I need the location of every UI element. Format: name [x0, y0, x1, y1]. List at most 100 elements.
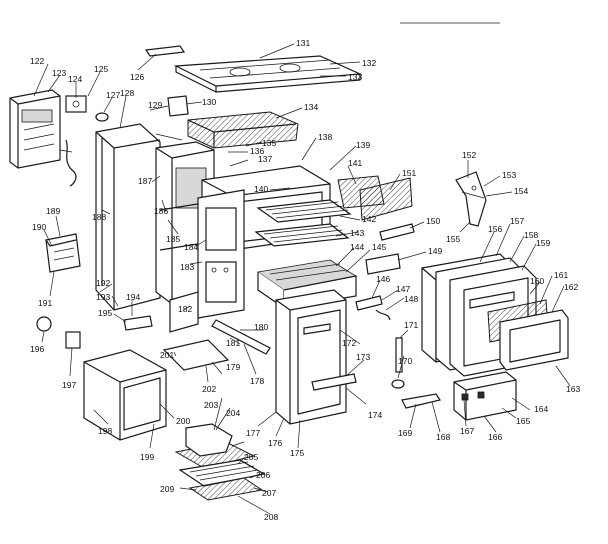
callout-201: 201: [160, 350, 174, 360]
callout-158: 158: [524, 230, 538, 240]
callout-205: 205: [244, 452, 258, 462]
part-relay: [65, 331, 81, 349]
callout-190: 190: [32, 222, 46, 232]
callout-145: 145: [372, 242, 386, 252]
callout-157: 157: [510, 216, 524, 226]
callout-200: 200: [176, 416, 190, 426]
callout-148: 148: [404, 294, 418, 304]
callout-177: 177: [246, 428, 260, 438]
callout-139: 139: [356, 140, 370, 150]
callout-191: 191: [38, 298, 52, 308]
callout-150: 150: [426, 216, 440, 226]
callout-142: 142: [362, 214, 376, 224]
part-power-cord: [401, 393, 441, 409]
callout-181: 180: [254, 322, 268, 332]
callout-136: 136: [250, 146, 264, 156]
callout-197: 197: [62, 380, 76, 390]
callout-127: 127: [106, 90, 120, 100]
callout-178: 178: [250, 376, 264, 386]
part-handle-bracket: [365, 253, 401, 275]
callout-130: 130: [202, 97, 216, 107]
callout-141: 141: [348, 158, 362, 168]
part-control-panel: [9, 89, 61, 169]
callout-160: 160: [530, 276, 544, 286]
callout-149: 149: [428, 246, 442, 256]
callout-188: 188: [92, 212, 106, 222]
callout-186: 186: [154, 206, 168, 216]
part-thermostat-bulb: [391, 379, 405, 389]
callout-124: 124: [68, 74, 82, 84]
callout-152: 152: [462, 150, 476, 160]
callout-168: 168: [436, 432, 450, 442]
part-latch: [355, 295, 383, 311]
part-cooktop: [173, 55, 363, 93]
part-rail-short: [169, 291, 199, 333]
callout-159: 159: [536, 238, 550, 248]
callout-166: 166: [488, 432, 502, 442]
callout-156: 156: [488, 224, 502, 234]
callout-206: 206: [256, 470, 270, 480]
callout-154: 154: [514, 186, 528, 196]
callout-131: 131: [296, 38, 310, 48]
callout-165: 165: [516, 416, 530, 426]
callout-203: 203: [204, 400, 218, 410]
callout-125: 125: [94, 64, 108, 74]
callout-155: 155: [446, 234, 460, 244]
callout-184: 184: [184, 242, 198, 252]
callout-199: 199: [140, 452, 154, 462]
callout-198: 198: [98, 426, 112, 436]
part-rail: [211, 319, 271, 355]
callout-172: 172: [342, 338, 356, 348]
callout-204: 204: [226, 408, 240, 418]
part-door-trim: [453, 371, 517, 421]
part-oven-front: [197, 189, 245, 319]
callout-179: 179: [226, 362, 240, 372]
callout-195: 195: [98, 308, 112, 318]
callout-187: 187: [138, 176, 152, 186]
callout-135: 135: [262, 138, 276, 148]
callout-134: 134: [304, 102, 318, 112]
part-lower-door: [275, 289, 357, 425]
callout-182: 182: [178, 304, 192, 314]
callout-209: 209: [160, 484, 174, 494]
callout-126: 126: [130, 72, 144, 82]
callout-163: 163: [566, 384, 580, 394]
part-wire-harness: [65, 139, 77, 187]
callout-123: 123: [52, 68, 66, 78]
callout-202: 202: [202, 384, 216, 394]
callout-170: 170: [398, 356, 412, 366]
part-oven-door-assembly: [421, 253, 569, 377]
callout-196: 196: [30, 344, 44, 354]
part-storage-box: [83, 349, 167, 441]
callout-147: 147: [396, 284, 410, 294]
part-bracket: [379, 223, 415, 241]
callout-180: 181: [226, 338, 240, 348]
callout-169: 169: [398, 428, 412, 438]
callout-153: 153: [502, 170, 516, 180]
part-hinge: [455, 171, 487, 227]
callout-183: 183: [180, 262, 194, 272]
part-thermostat-tube: [395, 337, 403, 373]
part-tube: [95, 112, 109, 122]
callout-173: 173: [356, 352, 370, 362]
callout-208: 208: [264, 512, 278, 522]
callout-labels: 122 123 124 125 126 127 128 129 130 131 …: [30, 38, 580, 522]
callout-143: 143: [350, 228, 364, 238]
callout-175: 175: [290, 448, 304, 458]
callout-129: 129: [148, 100, 162, 110]
callout-122: 122: [30, 56, 44, 66]
callout-164: 164: [534, 404, 548, 414]
part-burner-box: [187, 111, 299, 149]
callout-133: 133: [348, 72, 362, 82]
part-switch: [36, 316, 52, 332]
callout-162: 162: [564, 282, 578, 292]
part-broiler-assembly: [174, 423, 266, 501]
parts-drawing: [9, 45, 569, 501]
callout-185: 185: [166, 234, 180, 244]
part-mount-bracket: [123, 315, 153, 331]
part-vent: [167, 95, 189, 117]
part-knob-plate: [65, 95, 87, 113]
callout-144: 144: [350, 242, 364, 252]
callout-192: 192: [96, 278, 110, 288]
